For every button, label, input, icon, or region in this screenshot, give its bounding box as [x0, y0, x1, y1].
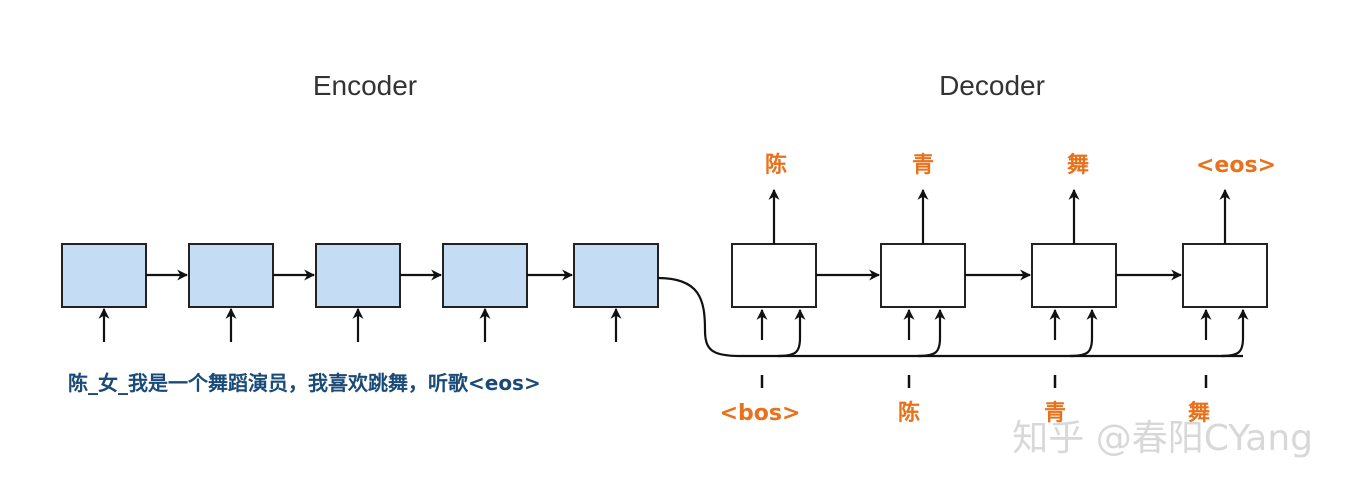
decoder-cell-4	[1182, 243, 1268, 308]
decoder-input-token: <bos>	[720, 401, 801, 426]
context-to-decoder-2	[917, 308, 946, 358]
watermark: 知乎 @春阳CYang	[1012, 418, 1313, 459]
context-to-decoder-1	[777, 308, 806, 358]
decoder-cell-1	[731, 243, 817, 308]
encoder	[61, 243, 659, 342]
decoder-output-token: 青	[912, 153, 934, 178]
decoder	[731, 188, 1268, 388]
decoder-input-token: 青	[1044, 401, 1066, 426]
decoder-title: Decoder	[939, 70, 1045, 101]
encoder-title: Encoder	[313, 70, 417, 101]
context-vector-path	[657, 276, 1243, 358]
encoder-input-sentence: 陈_女_我是一个舞蹈演员，我喜欢跳舞，听歌<eos>	[68, 371, 541, 395]
encoder-cell-1	[61, 243, 147, 308]
encoder-cell-5	[573, 243, 659, 308]
decoder-output-token: 舞	[1067, 152, 1089, 178]
decoder-output-token: 陈	[765, 152, 787, 178]
decoder-cell-3	[1031, 243, 1117, 308]
context-to-decoder-4	[1220, 308, 1249, 358]
context-to-decoder-3	[1069, 308, 1098, 358]
encoder-cell-3	[315, 243, 401, 308]
encoder-cell-4	[442, 243, 528, 308]
decoder-input-token: 舞	[1188, 400, 1210, 426]
decoder-cell-2	[880, 243, 966, 308]
decoder-output-token: <eos>	[1196, 153, 1276, 178]
encoder-cell-2	[188, 243, 274, 308]
decoder-input-token: 陈	[898, 400, 920, 426]
